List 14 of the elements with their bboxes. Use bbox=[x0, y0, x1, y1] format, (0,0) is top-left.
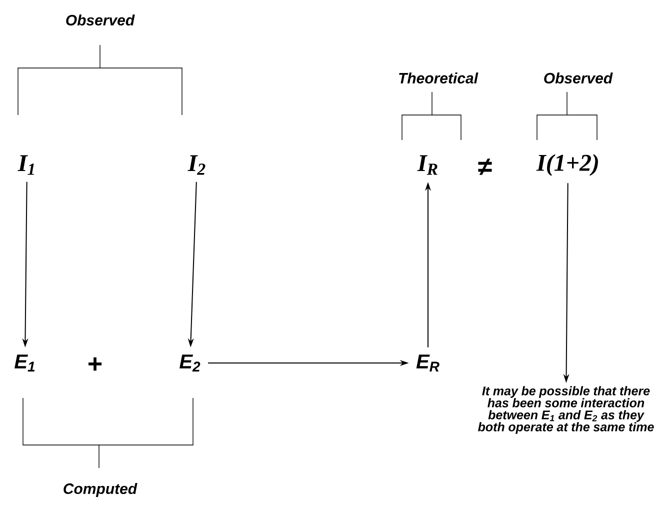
explanation-text: It may be possible that there has been some interaction between E$_{1}$ and E$_{2}$ as they both operate at the same time bbox=[478, 386, 654, 434]
symbol-text: E$_{1}$ bbox=[14, 354, 35, 372]
bracket-label: Observed bbox=[544, 72, 613, 84]
symbol-text: E$_{2}$ bbox=[180, 354, 200, 372]
bracket-label: Computed bbox=[64, 483, 138, 497]
bracket-label: Theoretical bbox=[399, 72, 478, 84]
symbol-text: I(1+2) bbox=[536, 154, 598, 176]
symbol-text: I$_{1}$ bbox=[18, 155, 34, 175]
symbol-text: E$_{R}$ bbox=[416, 354, 440, 372]
operator-symbol: ≠ bbox=[478, 158, 492, 175]
symbol-text: I$_{R}$ bbox=[417, 155, 438, 175]
bracket-label: Observed bbox=[66, 14, 135, 26]
symbol-text: I$_{2}$ bbox=[188, 155, 206, 175]
operator-symbol: + bbox=[88, 357, 102, 371]
